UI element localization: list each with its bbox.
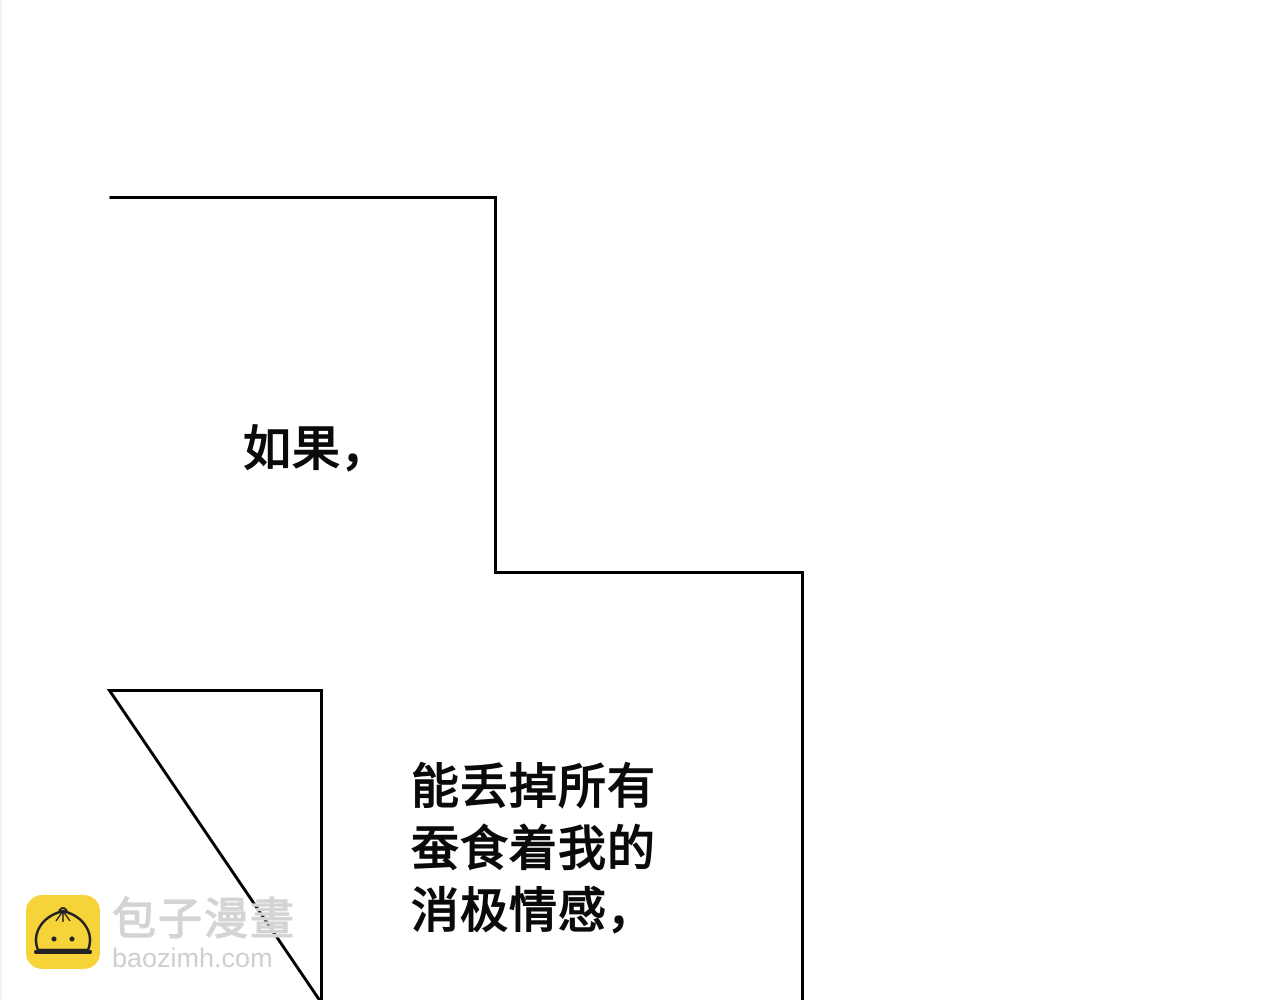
- bun-mascot-icon: [26, 895, 100, 969]
- page-edge: [0, 0, 2, 1000]
- watermark: 包子漫畫 baozimh.com: [26, 893, 326, 973]
- watermark-title: 包子漫畫: [112, 894, 296, 945]
- caption-text-2: 能丢掉所有 蚕食着我的 消极情感，: [411, 759, 657, 939]
- watermark-url: baozimh.com: [112, 943, 273, 973]
- caption-text-1: 如果，: [243, 421, 391, 477]
